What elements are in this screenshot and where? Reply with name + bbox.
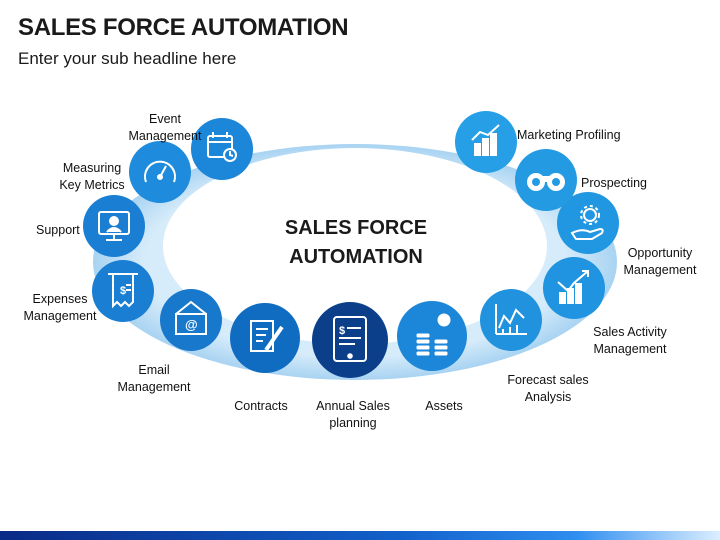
speedometer-icon <box>144 160 176 183</box>
label-email-management: Email Management <box>117 363 191 394</box>
node-sales-activity-management <box>543 257 605 319</box>
node-contracts <box>230 303 300 373</box>
node-event-management <box>191 118 253 180</box>
label-opportunity-management: Opportunity Management <box>623 246 697 277</box>
receipt-icon: $ <box>108 273 138 309</box>
label-event-management: Event Management <box>128 112 202 143</box>
svg-text:$: $ <box>120 285 126 297</box>
svg-text:$: $ <box>339 325 345 337</box>
center-label: SALES FORCE AUTOMATION <box>246 214 466 272</box>
page-title: SALES FORCE AUTOMATION <box>18 14 349 41</box>
label-sales-activity-management: Sales Activity Management <box>593 325 667 356</box>
label-annual-sales-planning: Annual Sales planning <box>316 399 390 430</box>
support-monitor-icon <box>98 211 130 241</box>
contract-icon <box>250 320 284 352</box>
gear-hand-icon <box>570 205 604 240</box>
email-icon: @ <box>175 300 207 335</box>
node-opportunity-management <box>557 192 619 254</box>
node-prospecting <box>515 149 577 211</box>
svg-text:@: @ <box>185 317 198 332</box>
node-marketing-profiling <box>455 111 517 173</box>
node-forecast-sales-analysis <box>480 289 542 351</box>
coins-icon <box>415 312 452 357</box>
node-assets <box>397 301 467 371</box>
label-prospecting: Prospecting <box>581 176 648 190</box>
inner-ellipse <box>163 148 547 344</box>
forecast-chart-icon <box>495 304 527 335</box>
label-marketing-profiling: Marketing Profiling <box>517 128 621 142</box>
label-forecast-sales-analysis: Forecast sales Analysis <box>507 373 589 404</box>
label-expenses-management: Expenses Management <box>23 292 97 323</box>
label-assets: Assets <box>425 399 463 413</box>
tablet-dollar-icon: $ <box>333 316 367 362</box>
node-measuring-key-metrics <box>129 141 191 203</box>
label-support: Support <box>36 223 80 237</box>
bar-chart-icon <box>471 124 500 156</box>
page-subtitle: Enter your sub headline here <box>18 49 237 68</box>
node-expenses-management: $ <box>92 260 154 322</box>
node-annual-sales-planning: $ <box>312 302 388 378</box>
node-support <box>83 195 145 257</box>
center-line-2: AUTOMATION <box>289 246 423 268</box>
calendar-icon <box>207 132 237 162</box>
label-measuring-key-metrics: Measuring Key Metrics <box>59 161 125 192</box>
growth-chart-icon <box>557 270 589 304</box>
node-email-management: @ <box>160 289 222 351</box>
label-contracts: Contracts <box>234 399 288 413</box>
bottom-accent-bar <box>0 531 720 540</box>
binoculars-icon <box>527 173 565 191</box>
center-line-1: SALES FORCE <box>284 217 428 239</box>
